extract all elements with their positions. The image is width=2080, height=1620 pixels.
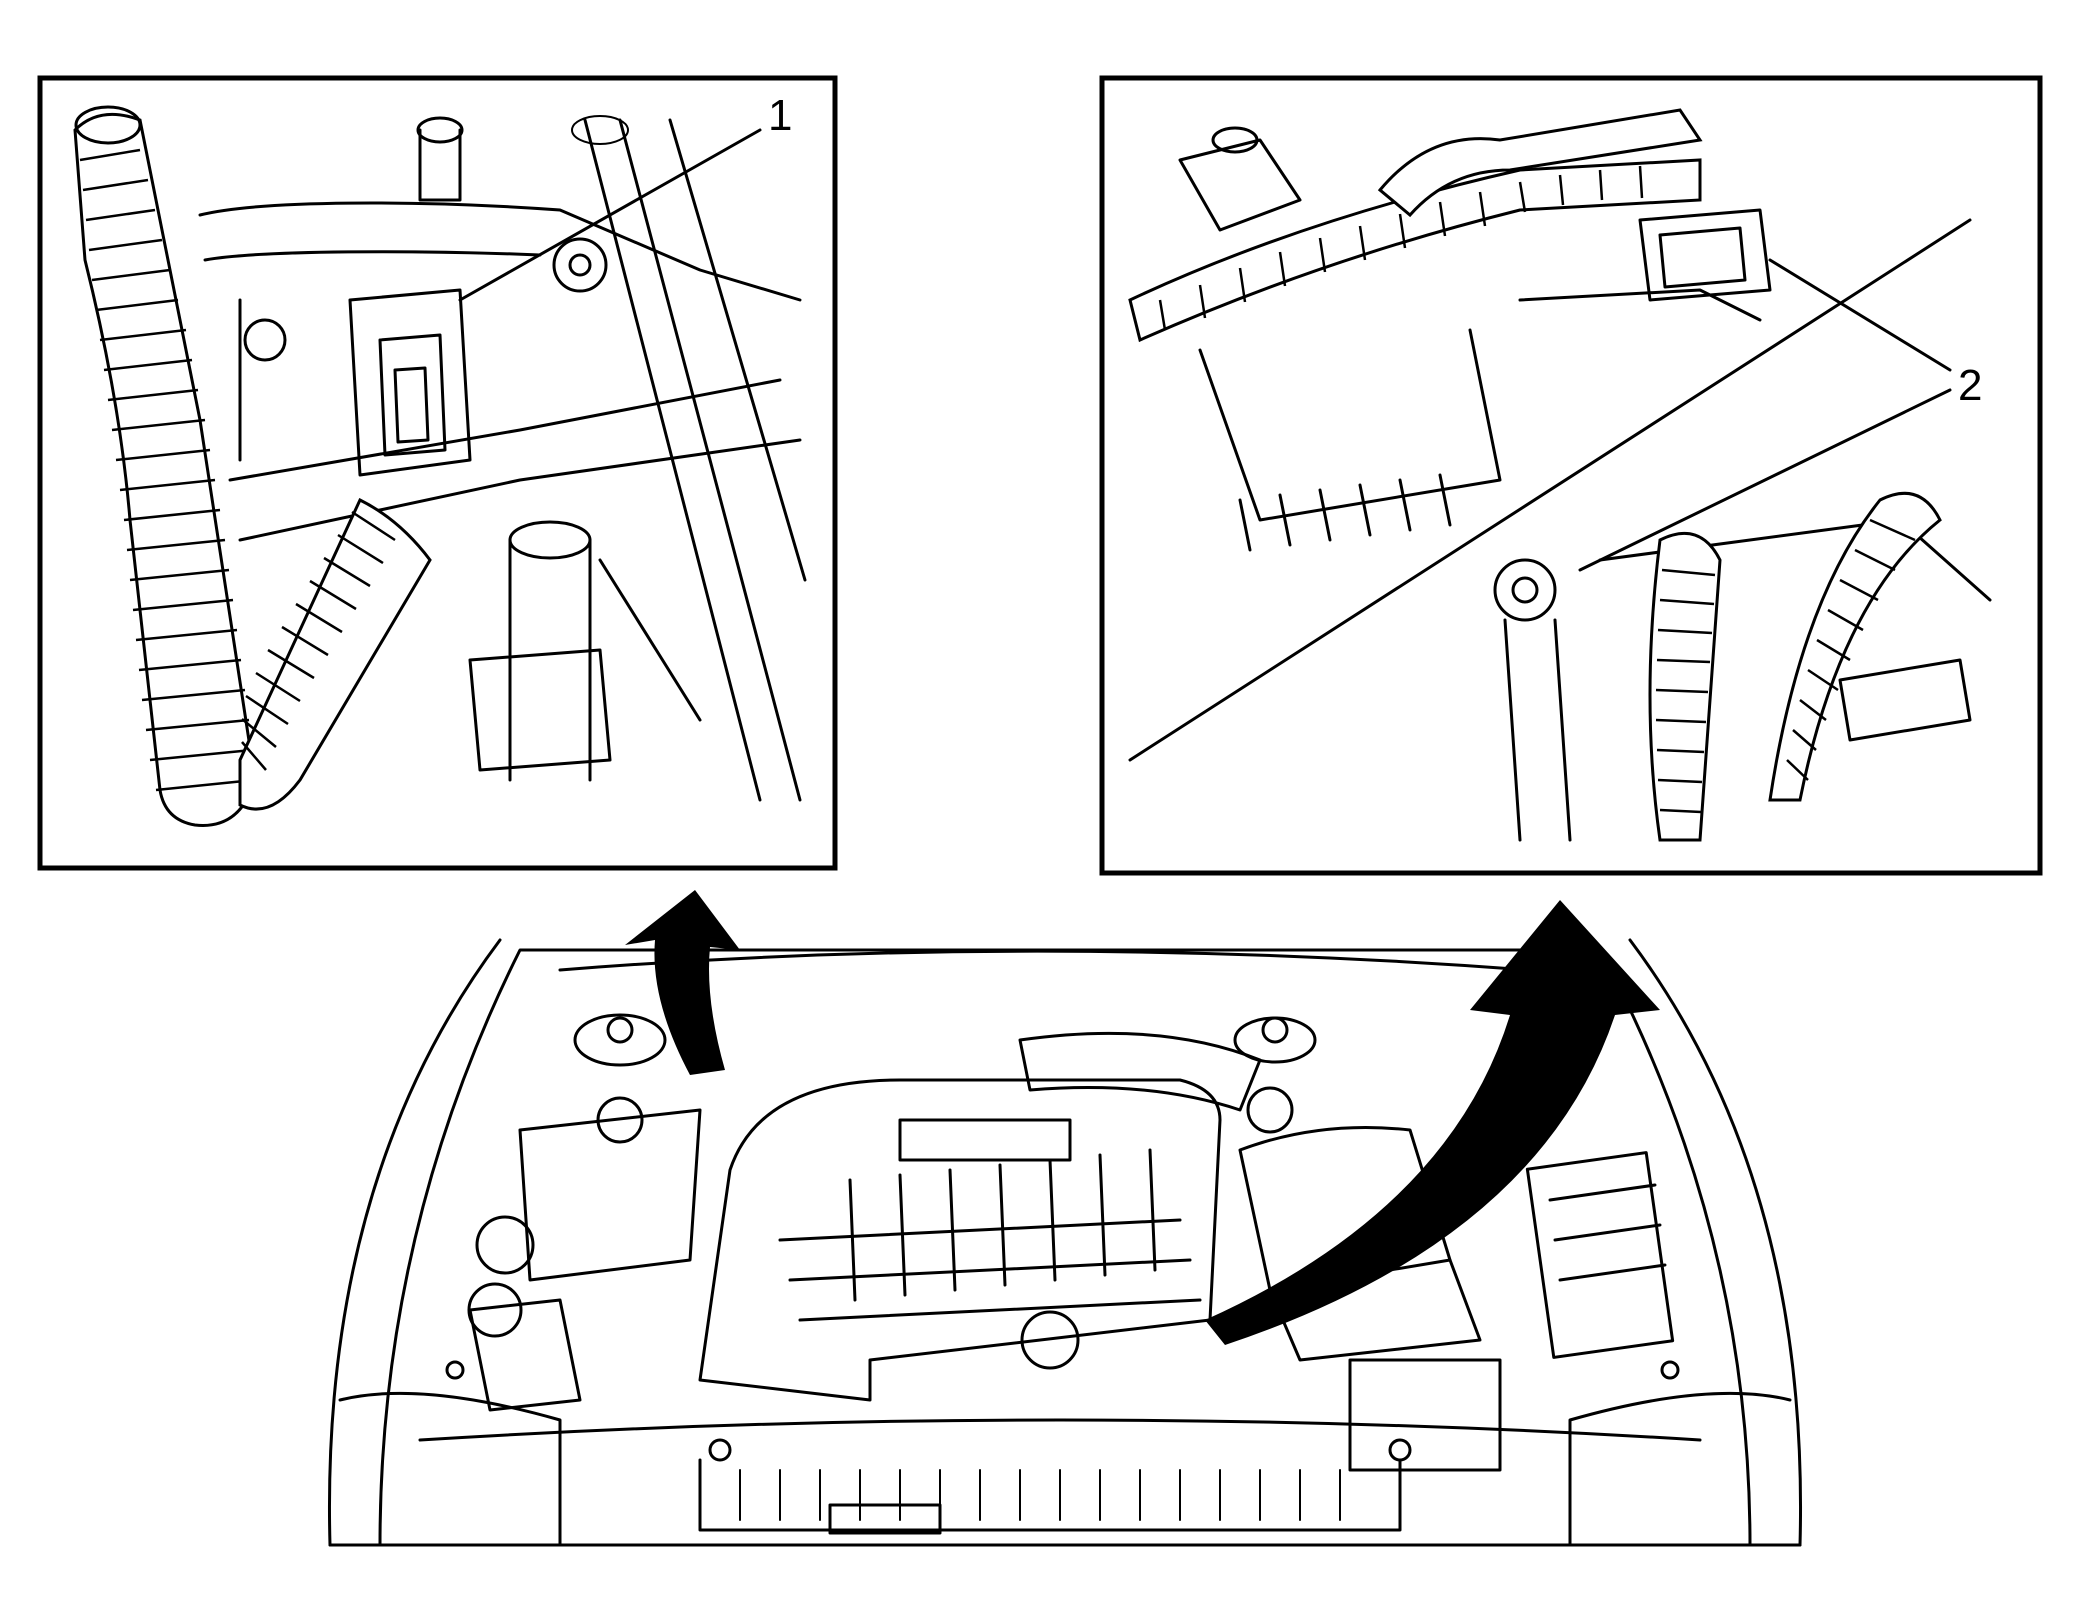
strut-tower-left — [573, 1013, 667, 1067]
oil-cap — [1246, 1086, 1294, 1134]
detail-inset-right: 2 — [1099, 75, 2043, 876]
intake-fins — [1238, 473, 1452, 552]
canister-clamp — [468, 648, 612, 772]
bolt-d — [1660, 1360, 1680, 1380]
radiator-cap — [1020, 1310, 1080, 1370]
callout-2: 2 — [1958, 361, 1982, 410]
bracket-lower — [228, 378, 782, 482]
radiator-fins — [739, 1469, 1341, 1521]
mount-bolt — [552, 237, 608, 293]
upper-harness-ribs — [1158, 165, 1644, 331]
fuse-box — [1525, 1151, 1675, 1359]
air-filter-box — [1238, 1126, 1452, 1292]
engine-cover-fins — [848, 1148, 1157, 1302]
canister-body — [508, 538, 592, 782]
sensor-body — [418, 128, 462, 202]
connector-2-body — [1638, 208, 1772, 302]
lower-harness-b-ribs — [1786, 518, 1916, 781]
lower-connector — [1838, 658, 1972, 742]
detail-inset-left: 1 — [37, 75, 838, 871]
right-headlamp — [1568, 1391, 1792, 1547]
upper-mount-cap — [1211, 126, 1259, 154]
canister-top — [508, 520, 592, 560]
connector-body — [348, 288, 472, 477]
intake-body — [1198, 328, 1502, 522]
lower-harness-b — [1768, 491, 1942, 802]
fuse-box-lines — [1548, 1183, 1667, 1282]
callout-1: 1 — [768, 91, 792, 140]
bolt-b — [1388, 1438, 1412, 1462]
connector-latch — [393, 366, 430, 444]
rod-top — [571, 115, 629, 145]
rod-line-b — [618, 118, 802, 802]
engine-cover-ribs — [778, 1218, 1202, 1322]
battery — [1348, 1358, 1502, 1472]
bracket-edge — [203, 250, 542, 262]
callout-2-leader-b — [1578, 388, 1952, 572]
strut-bolt-right — [1261, 1016, 1289, 1044]
large-hose-end — [74, 105, 142, 145]
cowl — [558, 949, 1592, 977]
manifold-edge — [1518, 288, 1762, 322]
large-hose — [73, 112, 257, 827]
strut-bolt-left — [606, 1016, 634, 1044]
engine-bay-opening — [378, 948, 1752, 1547]
callout-2-leader-a — [1768, 258, 1952, 372]
left-headlamp — [338, 1391, 562, 1547]
engine-cover — [698, 1078, 1222, 1402]
reservoir-cap-b — [475, 1215, 535, 1275]
mount-bolt-center — [568, 253, 592, 277]
lower-bolt-center — [1511, 576, 1539, 604]
bolt-a — [708, 1438, 732, 1462]
washer-reservoir — [468, 1298, 582, 1412]
large-hose-ribs — [79, 148, 255, 792]
component-line — [598, 558, 702, 722]
callout-1-leader — [458, 128, 762, 302]
lower-harness-a — [1648, 531, 1722, 842]
bracket-top — [198, 201, 802, 302]
hex-bolt — [243, 318, 287, 362]
pointer-arrow-right — [1205, 900, 1660, 1345]
engine-bay-overview — [328, 938, 1802, 1547]
connector-2-face — [1658, 226, 1747, 289]
upper-mount — [1178, 138, 1302, 232]
small-hose-ribs — [241, 510, 396, 771]
left-fender-outer — [328, 938, 502, 1547]
section-cut-line — [1128, 218, 1972, 762]
lower-rod — [1503, 618, 1572, 842]
lower-harness-a-ribs — [1655, 568, 1716, 814]
hood-latch — [828, 1503, 942, 1535]
small-hose — [238, 497, 432, 811]
upper-harness — [1128, 158, 1702, 343]
bolt-c — [445, 1360, 465, 1380]
lower-bolt — [1493, 558, 1557, 622]
right-fender-outer — [1628, 938, 1802, 1547]
connector-face — [378, 333, 447, 457]
coolant-reservoir — [518, 1108, 702, 1282]
pointer-arrow-left — [625, 890, 740, 1075]
sensor-cap — [416, 116, 464, 144]
bracket-lower-2 — [238, 438, 802, 542]
engine-badge — [898, 1118, 1072, 1162]
radiator-grille — [698, 1458, 1402, 1532]
rod-line-c — [668, 118, 807, 582]
intake-duct — [1018, 1031, 1262, 1112]
radiator-support — [418, 1418, 1702, 1442]
upper-harness-loop — [1377, 108, 1703, 218]
air-filter-lower — [1268, 1258, 1482, 1362]
